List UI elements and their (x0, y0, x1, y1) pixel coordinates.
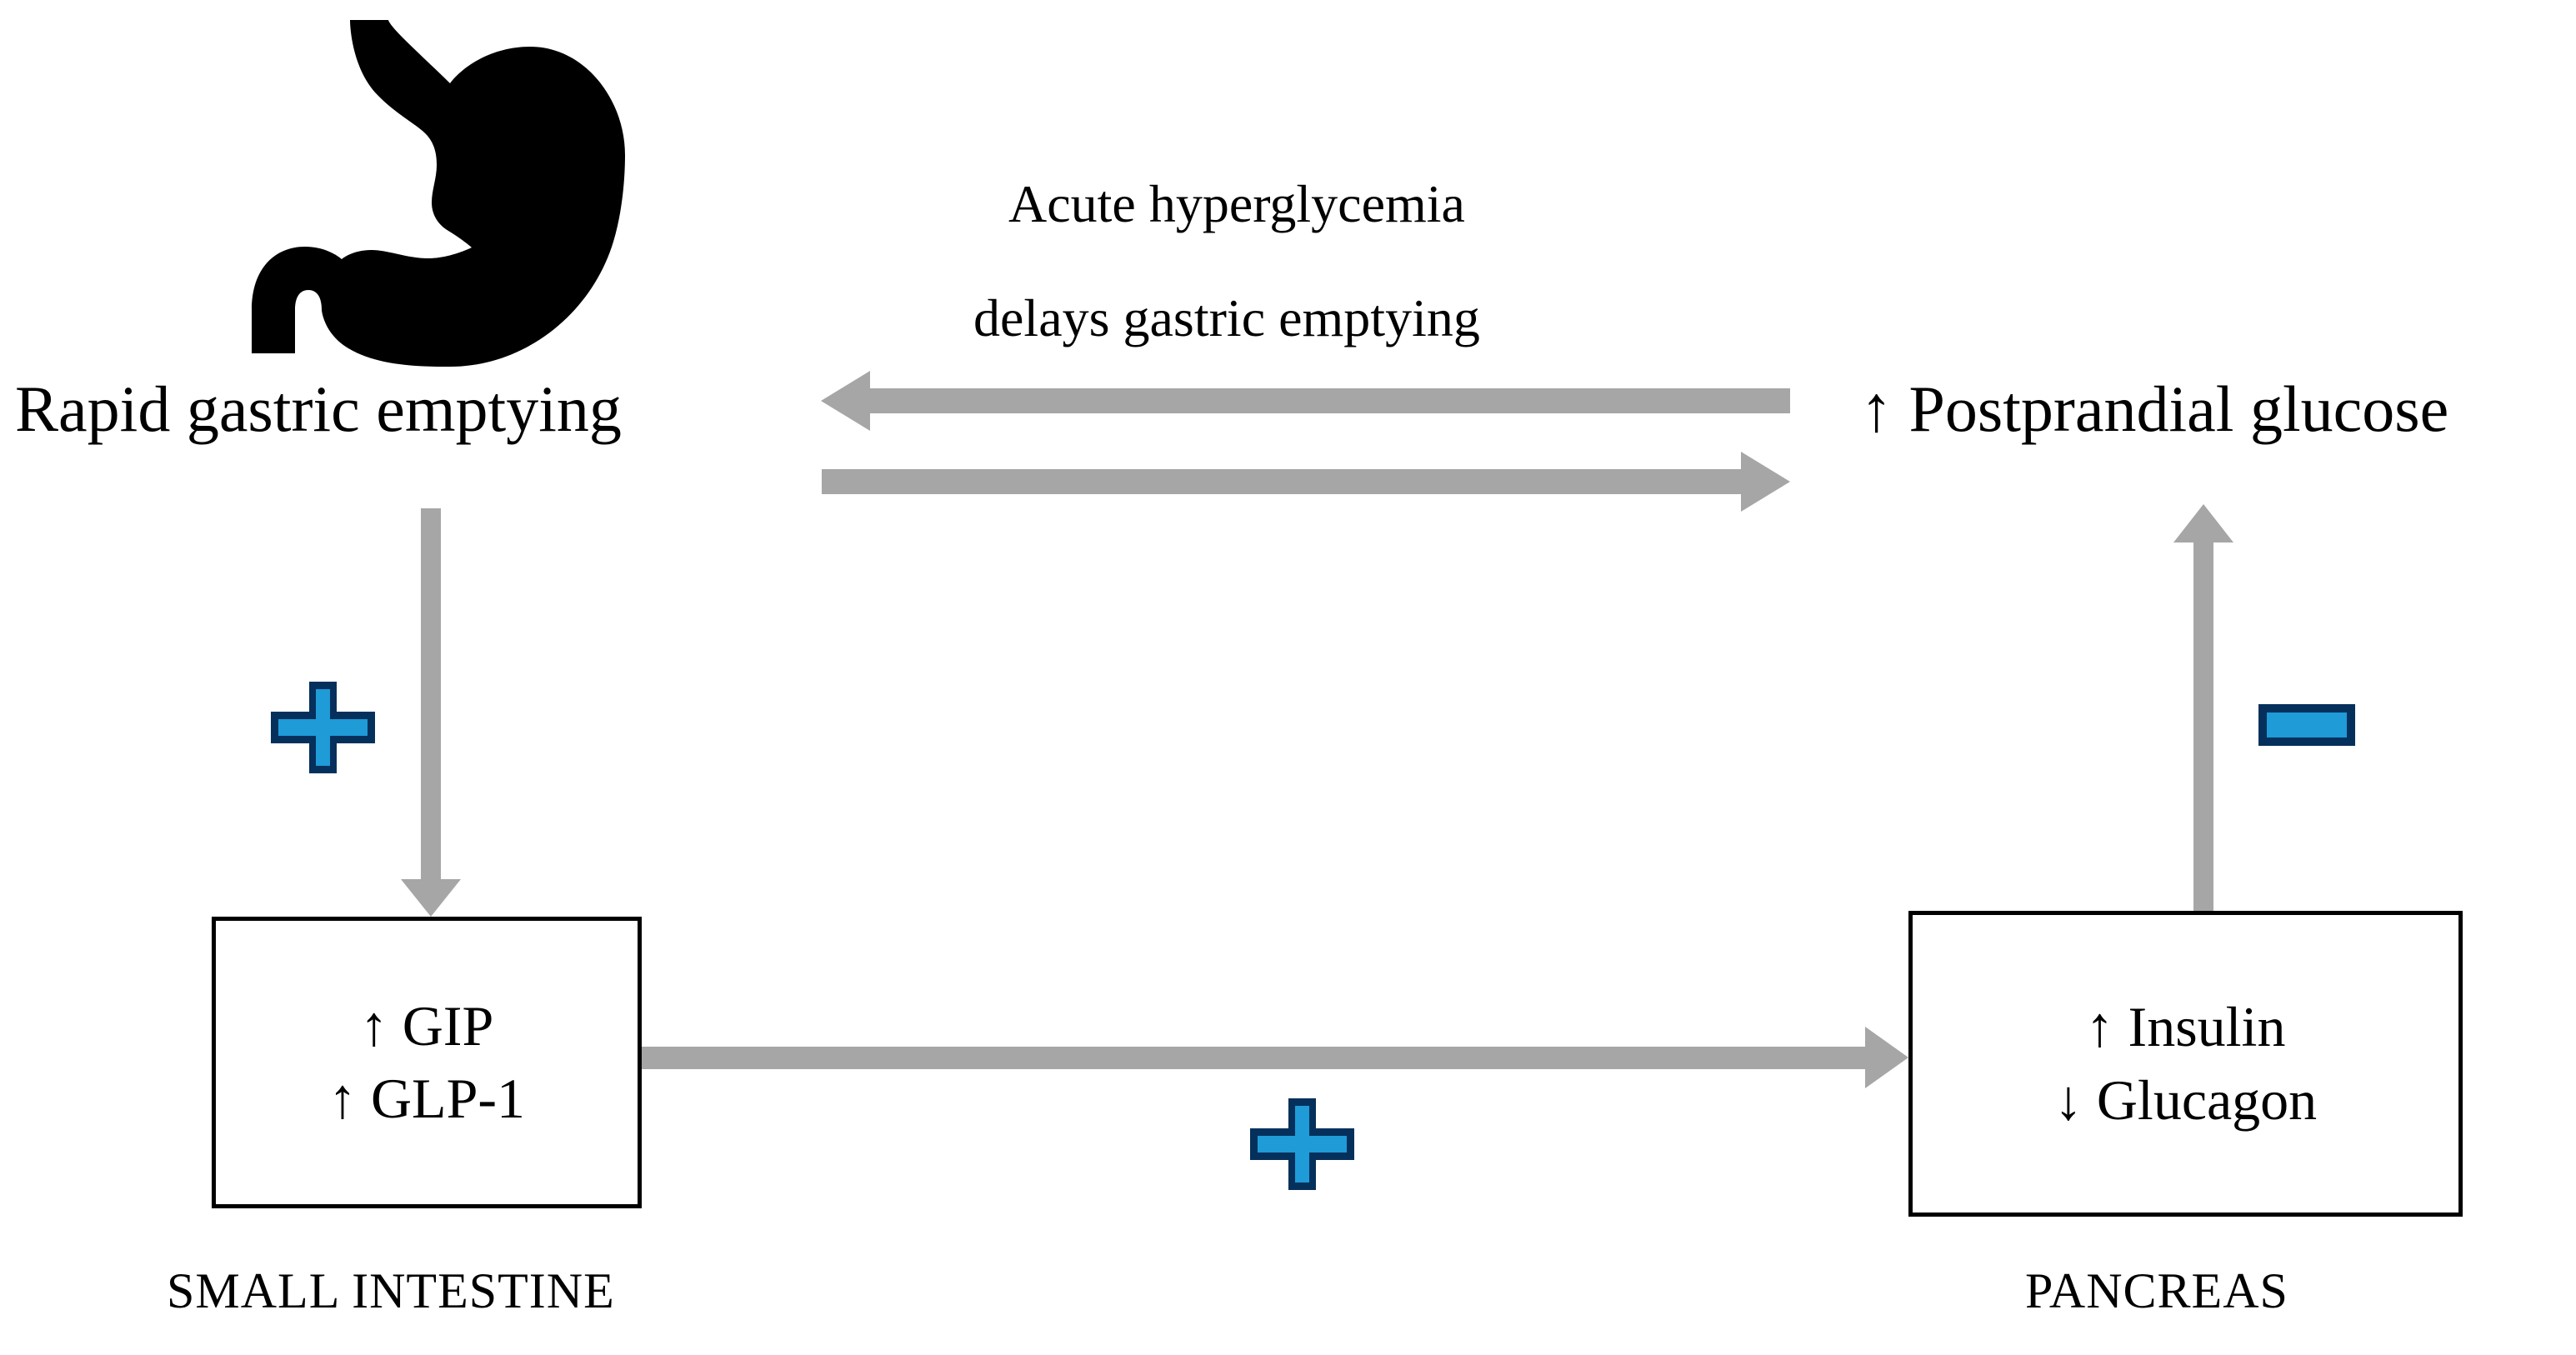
small-intestine-item-gip: ↑ GIP (359, 993, 494, 1058)
minus-sign-icon-insulin-to-glucose (2258, 704, 2355, 746)
arrow-gastric-to-small-intestine (401, 508, 461, 917)
label-rapid-gastric-emptying: Rapid gastric emptying (15, 372, 622, 445)
arrow-gastric-to-glucose (822, 452, 1790, 512)
arrow-small-intestine-to-pancreas (642, 1027, 1908, 1088)
pancreas-caption: PANCREAS (2025, 1263, 2288, 1318)
small-intestine-box: ↑ GIP ↑ GLP-1 (212, 917, 642, 1208)
feedback-annotation-line-2: delays gastric emptying (973, 288, 1480, 348)
plus-sign-icon-gastric-to-incretin (271, 682, 375, 773)
arrow-pancreas-to-glucose (2173, 504, 2233, 911)
pancreas-box: ↑ Insulin ↓ Glucagon (1908, 911, 2463, 1217)
pancreas-item-glucagon: ↓ Glucagon (2053, 1068, 2318, 1132)
pancreas-item-insulin: ↑ Insulin (2085, 995, 2286, 1059)
stomach-icon (225, 0, 642, 367)
label-postprandial-glucose: ↑ Postprandial glucose (1860, 372, 2449, 445)
feedback-annotation-line-1: Acute hyperglycemia (1008, 174, 1465, 233)
small-intestine-caption: SMALL INTESTINE (167, 1263, 615, 1318)
small-intestine-item-glp1: ↑ GLP-1 (328, 1067, 526, 1130)
arrow-glucose-to-gastric (821, 371, 1790, 431)
plus-sign-icon-incretin-to-pancreas (1250, 1098, 1354, 1190)
